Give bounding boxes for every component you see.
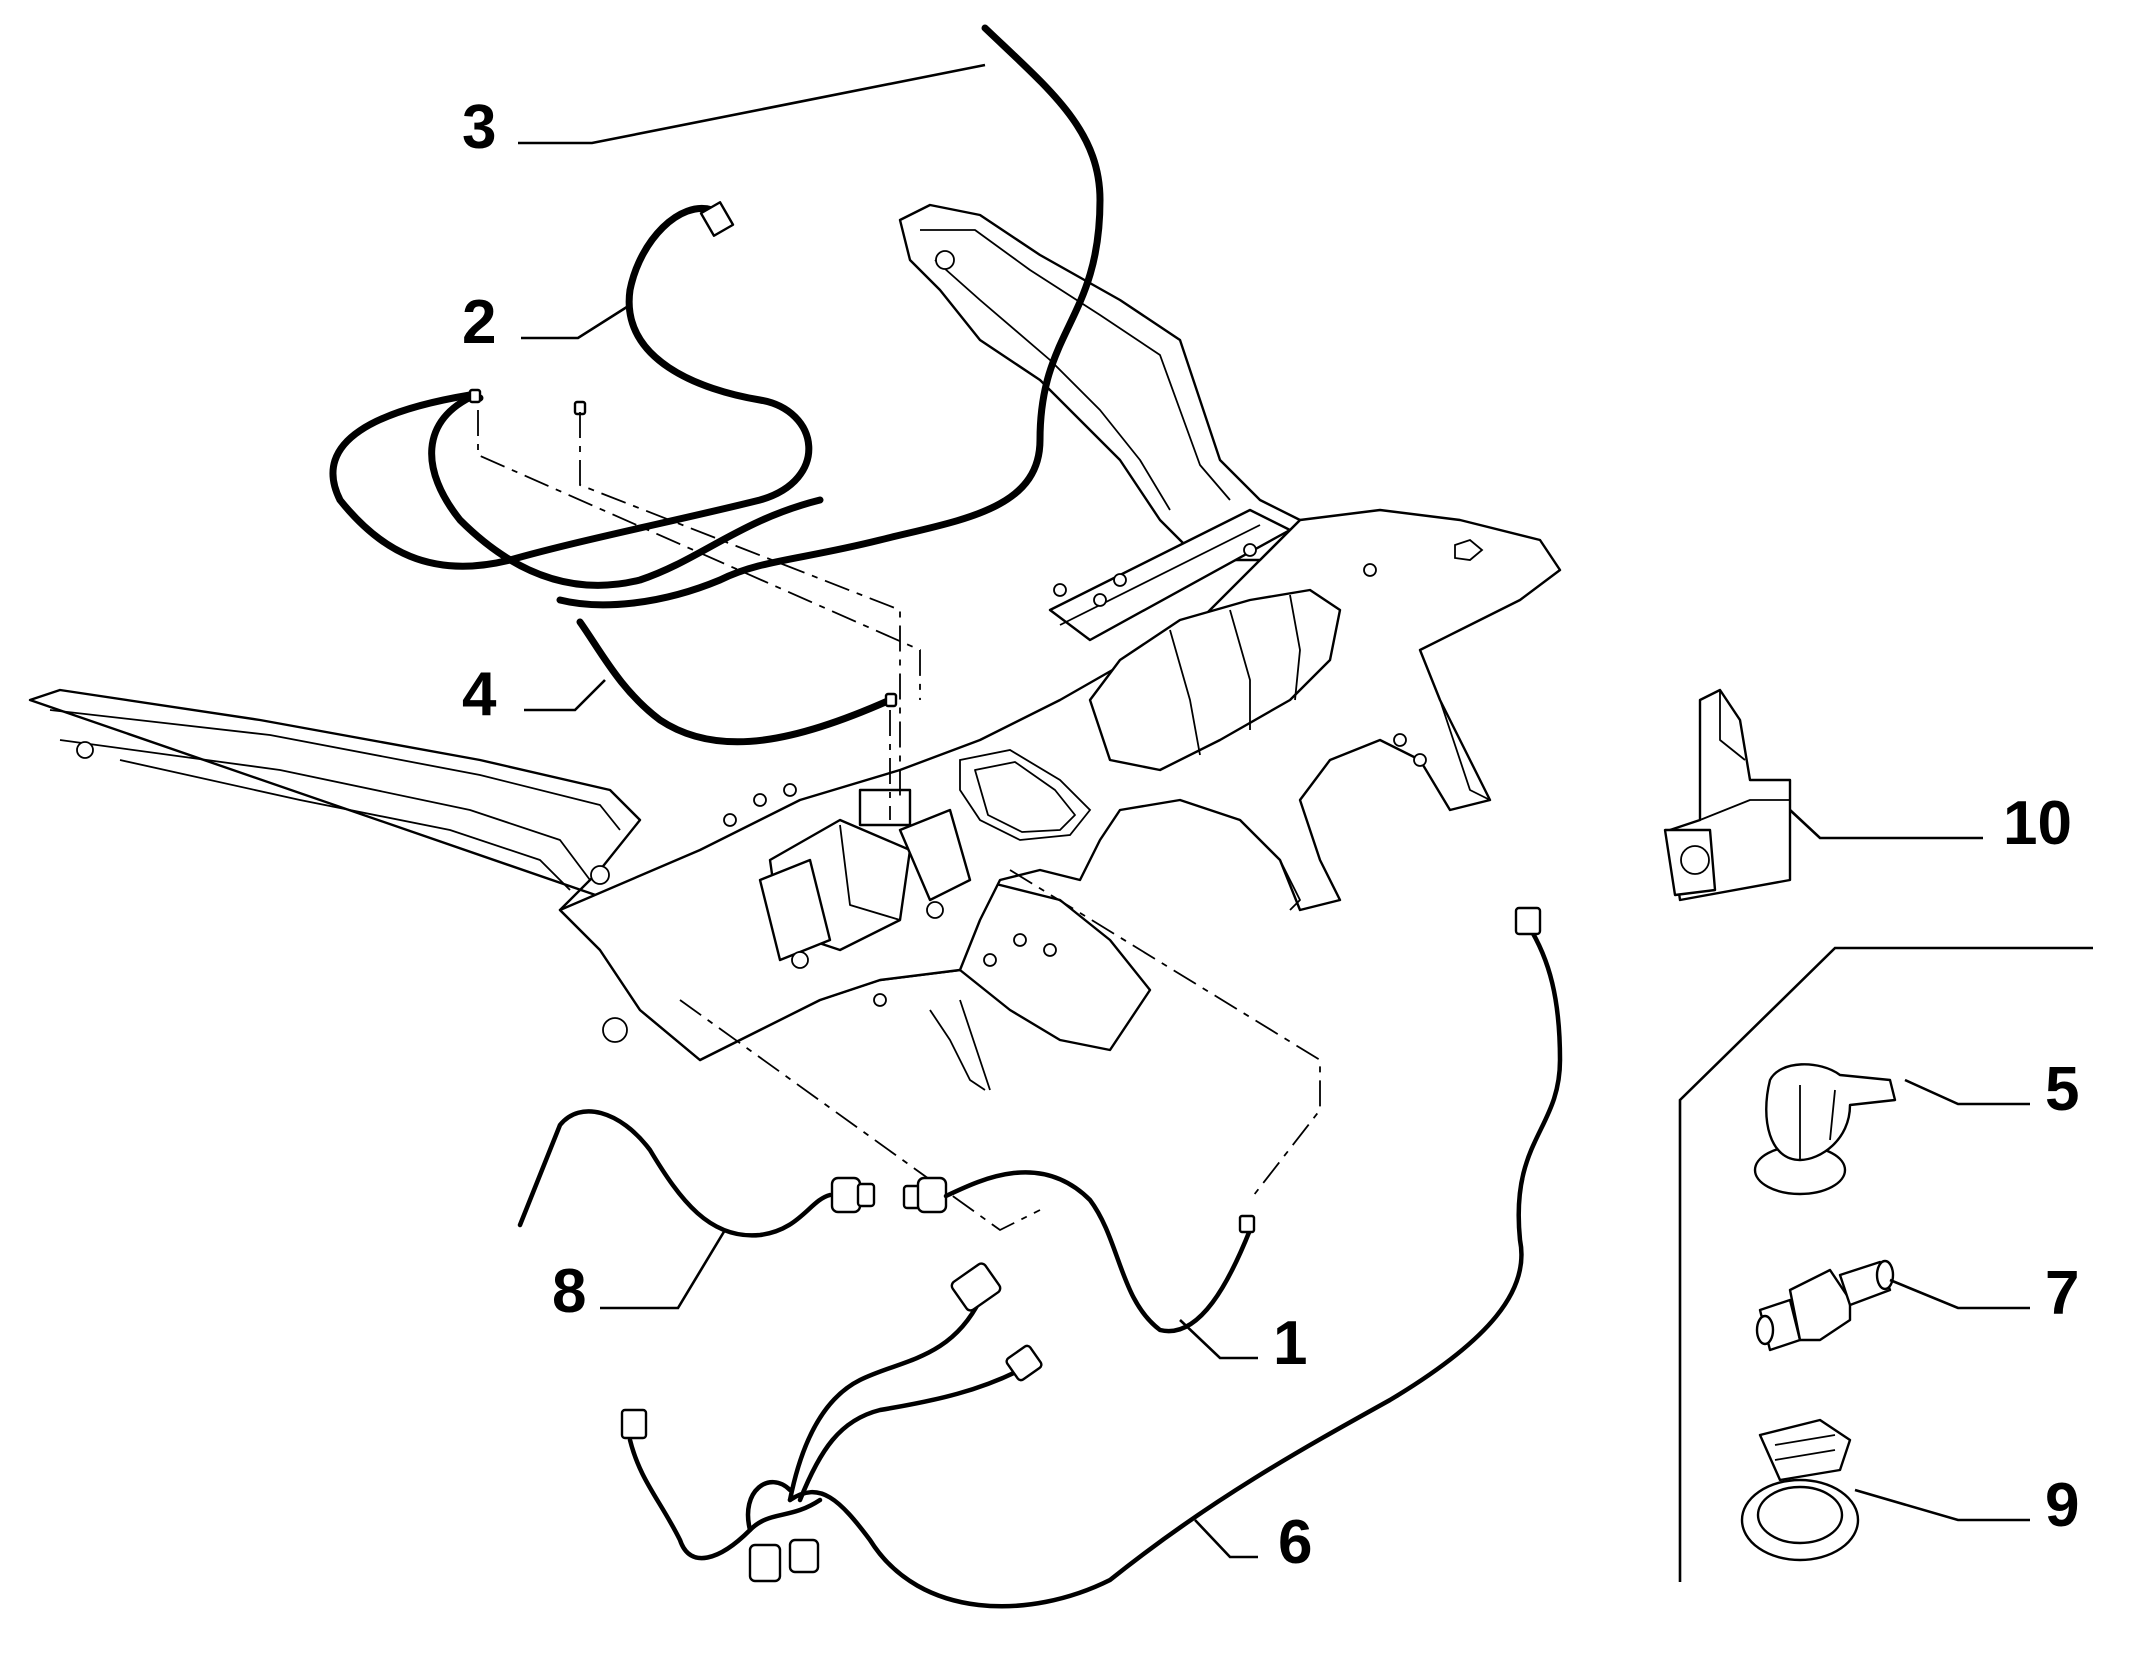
callout-4: 4 (462, 660, 497, 729)
small-parts-group-frame (1678, 946, 2093, 1582)
callout-10: 10 (2003, 789, 2072, 858)
hose-clip-5 (1753, 1063, 1897, 1196)
fitting-7 (1755, 1259, 1895, 1352)
hose-3 (556, 24, 1104, 609)
bracket-10 (1663, 688, 1792, 902)
callout-2: 2 (462, 288, 496, 357)
leader-lines (518, 63, 2030, 1559)
callout-1: 1 (1273, 1309, 1307, 1378)
hose-2 (329, 205, 813, 570)
callout-5: 5 (2045, 1055, 2079, 1124)
harness-1 (902, 1170, 1256, 1334)
harness-8 (517, 1109, 876, 1238)
callout-numbers: 3 2 4 8 1 6 5 7 9 10 (462, 93, 2079, 1577)
callout-3: 3 (462, 93, 496, 162)
callout-7: 7 (2045, 1259, 2079, 1328)
hose-clamp-9 (1740, 1418, 1860, 1562)
compressor-unit (758, 788, 972, 969)
assembly-lines (477, 410, 1321, 1232)
callout-9: 9 (2045, 1471, 2079, 1540)
hose-4 (428, 391, 894, 746)
hose-connectors (468, 201, 898, 708)
callout-6: 6 (1278, 1508, 1312, 1577)
callout-8: 8 (552, 1257, 586, 1326)
harness-6 (620, 906, 1563, 1609)
